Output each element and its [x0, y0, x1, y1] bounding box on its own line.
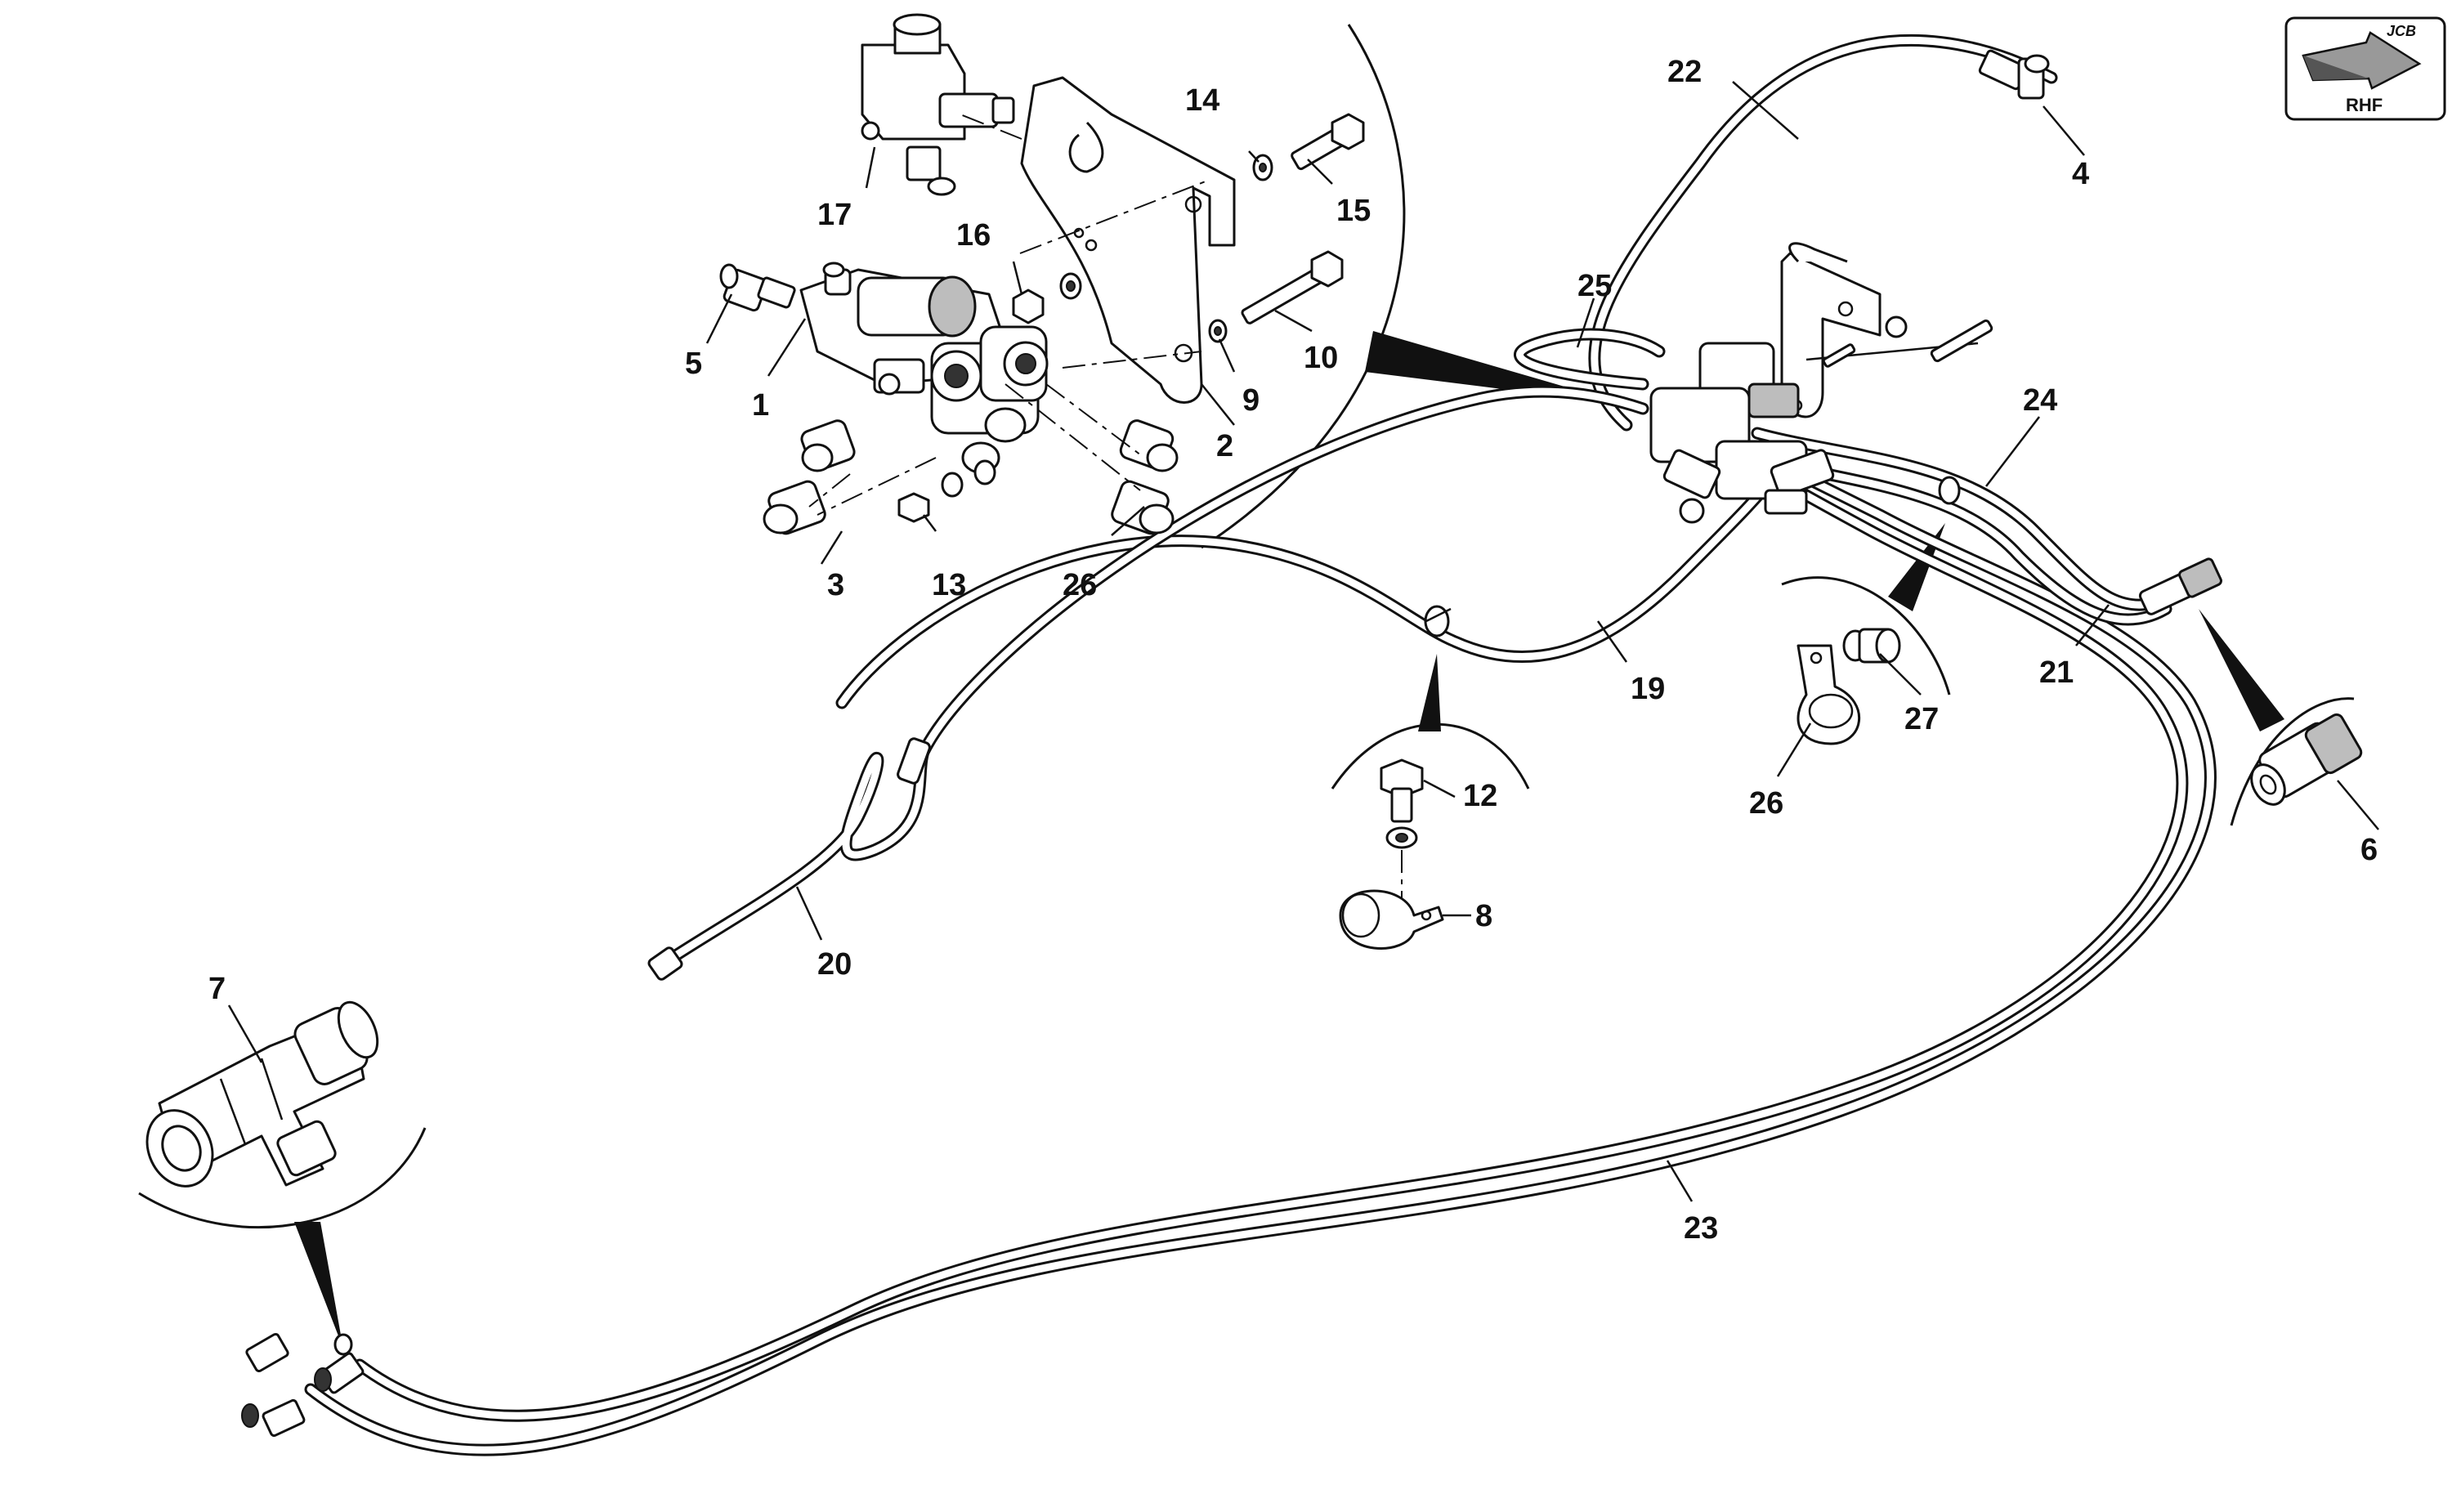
adapters-3 [763, 419, 856, 535]
hose-25 [1513, 328, 1666, 391]
bolt-10-and-washer-9 [1208, 250, 1344, 343]
callout-21: 21 [2039, 655, 2074, 690]
quick-coupler-6 [2250, 713, 2363, 806]
callout-17: 17 [817, 198, 852, 232]
detail-arc-clip-27 [1781, 576, 1951, 696]
hose-end-fitting-20 [647, 737, 931, 981]
brand-logo: JCB [2387, 23, 2416, 39]
pointer-wedge-clip-12 [1418, 654, 1441, 731]
nut-13-and-washer [897, 459, 996, 523]
assembly-centerlines [808, 114, 1210, 516]
pointer-wedge-tee-7 [294, 1222, 343, 1349]
callout-3: 3 [827, 568, 844, 602]
adapters-26 [1111, 419, 1179, 535]
hose-coupler-21 [2138, 557, 2222, 615]
tee-fitting-7 [145, 1000, 379, 1188]
callout-26-valve: 26 [1063, 568, 1097, 602]
detail-arc-valve [1201, 24, 1406, 549]
callout-14: 14 [1185, 83, 1219, 118]
view-label: RHF [2346, 95, 2383, 115]
clamp-on-hose-24 [1938, 476, 1961, 505]
callout-2: 2 [1216, 429, 1233, 463]
callout-16: 16 [956, 218, 991, 253]
callout-13: 13 [932, 568, 966, 602]
tee-fittings-hose-ends [241, 1332, 365, 1438]
callout-5: 5 [685, 347, 702, 381]
view-orientation-badge: JCB RHF [2284, 16, 2446, 121]
callout-labels: 1 2 3 4 5 6 7 8 9 10 12 13 14 15 16 17 1… [208, 55, 2378, 1246]
hose-23 [304, 435, 2217, 1456]
detail-arc-coupler-6 [2230, 697, 2355, 826]
bolt-15-and-washer-14 [1252, 113, 1365, 181]
main-valve-body-1 [799, 262, 1049, 474]
hose-fitting-4 [1978, 49, 2050, 100]
callout-10: 10 [1304, 341, 1338, 375]
assembled-valve-block [1649, 242, 1993, 524]
hose-20 [656, 385, 1649, 971]
callout-26-clip: 26 [1749, 786, 1783, 821]
p-clip-8 [1339, 889, 1444, 950]
callout-22: 22 [1667, 55, 1702, 89]
solenoid-valve-17 [861, 13, 1015, 196]
callout-7: 7 [208, 972, 226, 1006]
callout-15: 15 [1336, 194, 1371, 228]
clamp-on-hose-19 [1424, 605, 1452, 637]
callout-4: 4 [2072, 157, 2089, 191]
nut-16-and-washer [1012, 272, 1082, 324]
bolt-12 [1380, 758, 1424, 899]
spacer-27 [1842, 628, 1901, 664]
pointer-wedge-coupler-6 [2199, 609, 2284, 731]
callout-12: 12 [1463, 779, 1497, 813]
p-clip-26 [1797, 644, 1860, 745]
adapter-fitting-5 [719, 263, 796, 312]
callout-24: 24 [2023, 383, 2057, 418]
callout-19: 19 [1631, 672, 1665, 706]
callout-27: 27 [1904, 702, 1939, 736]
callout-1: 1 [752, 388, 769, 423]
callout-25: 25 [1577, 269, 1612, 303]
detail-arc-clip-12 [1331, 722, 1530, 790]
callout-6: 6 [2360, 833, 2378, 867]
callout-20: 20 [817, 947, 852, 982]
callout-9: 9 [1242, 383, 1260, 418]
mounting-bracket-2 [1020, 76, 1236, 404]
callout-8: 8 [1475, 899, 1492, 933]
callout-23: 23 [1684, 1211, 1718, 1246]
leader-lines [227, 81, 2379, 1202]
